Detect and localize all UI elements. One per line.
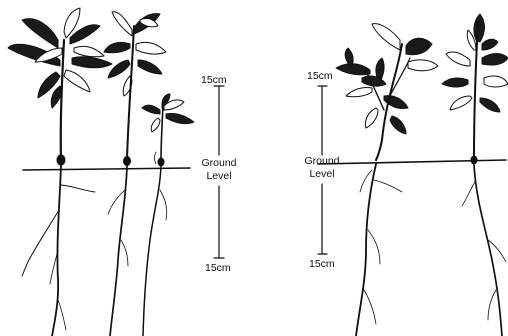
seedling-2 — [104, 12, 166, 336]
seedling-3-collar — [158, 158, 164, 166]
seedling-1-root — [52, 165, 61, 336]
left-bottom-scale-label: 15cm — [205, 262, 231, 274]
seedling-5-root — [474, 165, 502, 336]
seedling-3 — [142, 94, 194, 336]
left-ground-label-line2: Level — [196, 170, 242, 182]
seedling-1-collar — [57, 155, 65, 165]
seedling-3-leaves — [142, 94, 194, 132]
seedling-1-leaves — [8, 8, 112, 108]
right-ground-label-line1: Ground — [299, 155, 345, 167]
seedling-3-root — [143, 166, 161, 336]
left-top-scale-label: 15cm — [201, 74, 227, 86]
seedling-2-leaves — [104, 12, 166, 96]
right-ground-label-line2: Level — [299, 168, 345, 180]
ground-line-left — [23, 168, 190, 170]
right-top-scale-label: 15cm — [307, 70, 333, 82]
seedling-3-stem — [161, 106, 163, 160]
seedling-5 — [442, 14, 508, 336]
seedling-2-collar — [124, 157, 131, 166]
ground-line-right — [318, 160, 506, 164]
seedling-1 — [8, 8, 112, 336]
right-bottom-scale-label: 15cm — [309, 258, 335, 270]
seedling-2-root — [110, 166, 127, 336]
seedling-4-leaves — [336, 24, 438, 134]
seedling-4 — [336, 24, 438, 336]
left-ground-label-line1: Ground — [196, 157, 242, 169]
seedling-1-stem — [61, 40, 64, 160]
seedling-5-collar — [471, 156, 477, 164]
